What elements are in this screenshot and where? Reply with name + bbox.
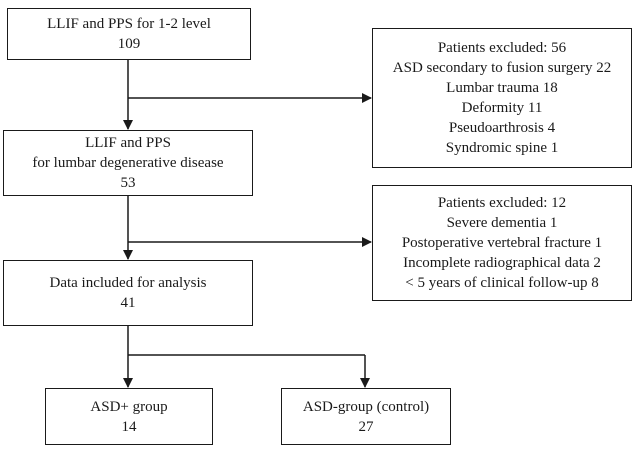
analysis-label: Data included for analysis: [49, 275, 207, 291]
excluded-2-title: Patients excluded: 12: [437, 195, 567, 211]
degenerative-label: for lumbar degenerative disease: [32, 155, 224, 171]
excluded-1-item: Deformity 11: [461, 100, 543, 116]
box-initial-cohort: LLIF and PPS for 1-2 level 109: [7, 8, 251, 60]
excluded-1-item: Syndromic spine 1: [445, 140, 559, 156]
box-degenerative-cohort: LLIF and PPS for lumbar degenerative dis…: [3, 130, 253, 196]
asd-plus-count: 14: [121, 418, 137, 435]
initial-count: 109: [117, 36, 141, 52]
excluded-1-item: ASD secondary to fusion surgery 22: [392, 60, 612, 76]
box-asd-minus-group: ASD-group (control) 27: [281, 388, 451, 445]
excluded-2-item: Severe dementia 1: [446, 215, 558, 231]
excluded-1-item: Pseudoarthrosis 4: [448, 120, 556, 136]
excluded-1-title: Patients excluded: 56: [437, 40, 567, 56]
box-asd-plus-group: ASD+ group 14: [45, 388, 213, 445]
degenerative-label: LLIF and PPS: [85, 135, 171, 151]
box-excluded-2: Patients excluded: 12 Severe dementia 1 …: [372, 185, 632, 301]
asd-minus-label: ASD-group (control): [302, 398, 430, 415]
excluded-1-item: Lumbar trauma 18: [446, 80, 558, 96]
degenerative-count: 53: [120, 175, 136, 191]
asd-minus-count: 27: [358, 418, 374, 435]
excluded-2-item: < 5 years of clinical follow-up 8: [405, 275, 599, 291]
asd-plus-label: ASD+ group: [90, 398, 168, 415]
excluded-2-item: Incomplete radiographical data 2: [403, 255, 601, 271]
excluded-2-item: Postoperative vertebral fracture 1: [401, 235, 603, 251]
box-excluded-1: Patients excluded: 56 ASD secondary to f…: [372, 28, 632, 168]
initial-label: LLIF and PPS for 1-2 level: [47, 16, 211, 32]
box-analysis-cohort: Data included for analysis 41: [3, 260, 253, 326]
analysis-count: 41: [120, 295, 136, 311]
